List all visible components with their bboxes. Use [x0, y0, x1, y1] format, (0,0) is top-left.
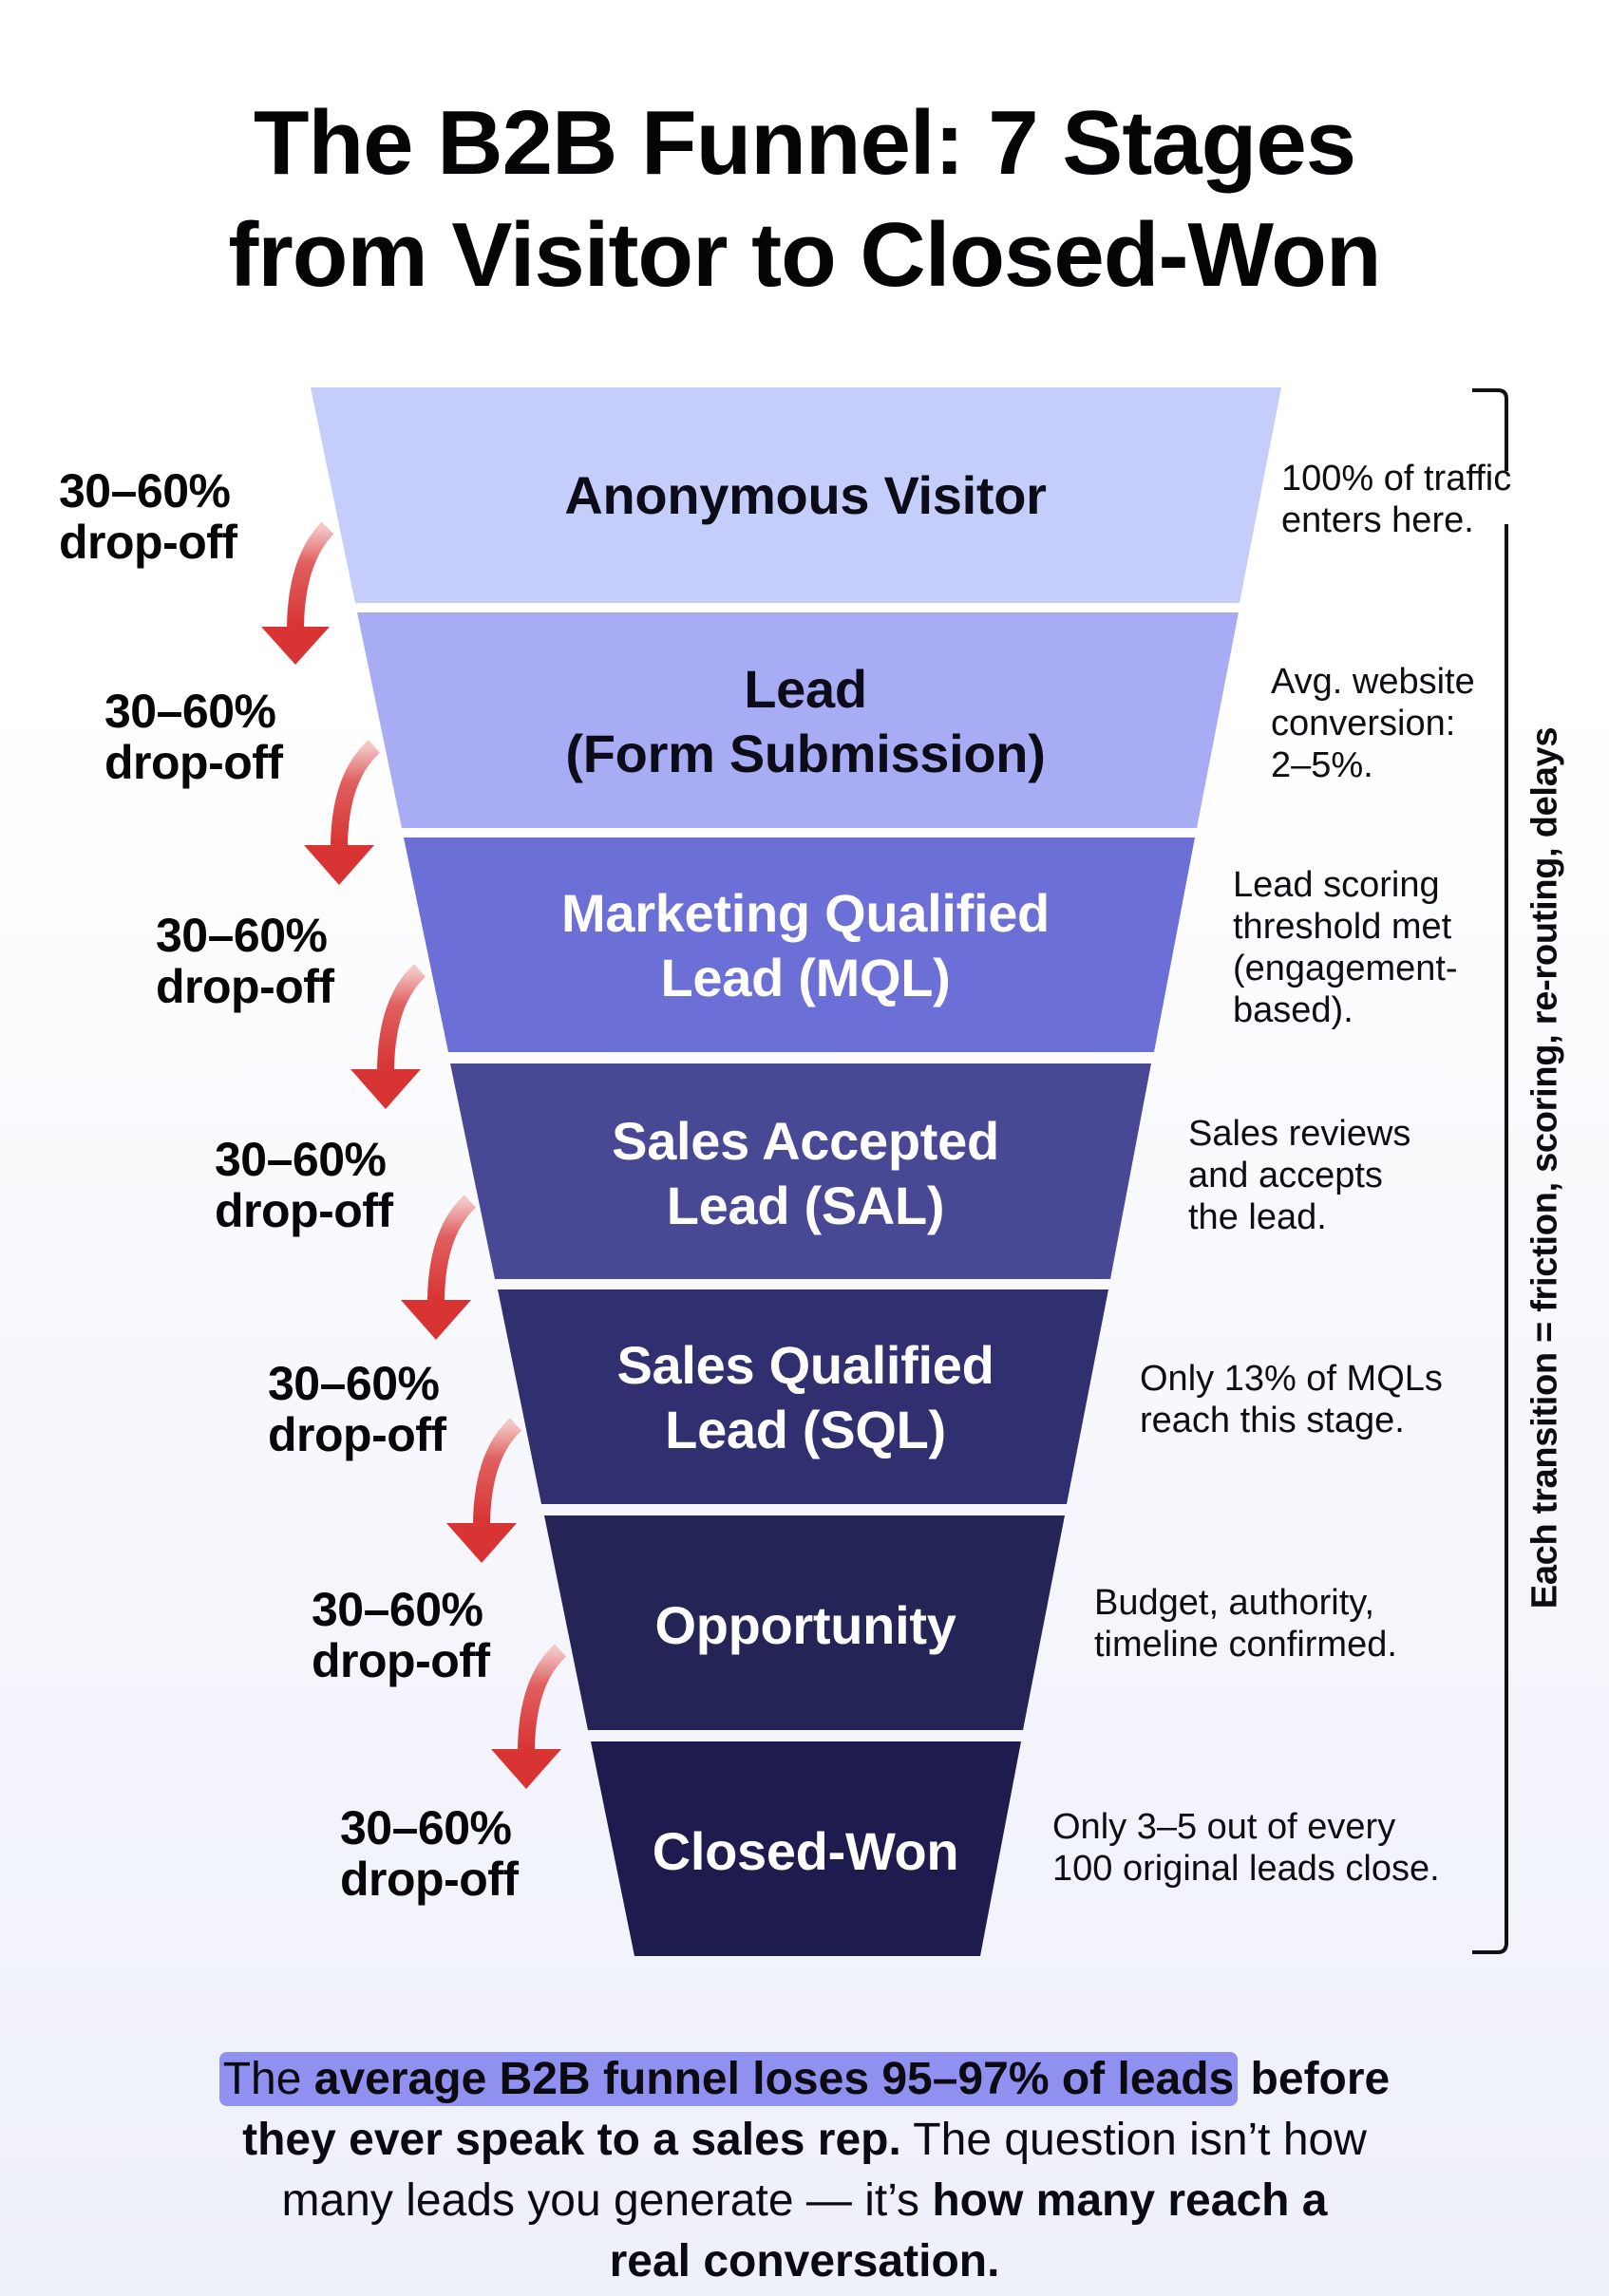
note-line: threshold met	[1233, 907, 1452, 947]
footer-bold-text: they ever speak to a sales rep.	[242, 2115, 901, 2165]
stage-note-7: Only 3–5 out of every 100 original leads…	[1052, 1806, 1440, 1890]
dropoff-label-7: 30–60% drop-off	[340, 1802, 519, 1905]
stage-7-segment	[591, 1741, 1021, 1956]
dropoff-label-4: 30–60% drop-off	[215, 1134, 393, 1236]
stage-label-line: Lead	[744, 659, 867, 719]
stage-note-6: Budget, authority, timeline confirmed.	[1094, 1582, 1397, 1666]
dropoff-label-5: 30–60% drop-off	[268, 1358, 446, 1460]
note-line: enters here.	[1281, 500, 1474, 540]
stage-label-line: Marketing Qualified	[561, 883, 1050, 943]
dropoff-pct: 30–60%	[156, 909, 328, 962]
dropoff-text: drop-off	[340, 1853, 519, 1906]
note-line: Only 3–5 out of every	[1052, 1807, 1396, 1847]
stage-label-closed-won: Closed-Won	[653, 1819, 959, 1884]
stage-5-segment	[498, 1289, 1108, 1504]
note-line: the lead.	[1188, 1197, 1327, 1237]
dropoff-pct: 30–60%	[59, 464, 231, 518]
stage-note-5: Only 13% of MQLs reach this stage.	[1140, 1358, 1443, 1441]
dropoff-text: drop-off	[268, 1408, 446, 1461]
dropoff-pct: 30–60%	[215, 1133, 387, 1186]
stage-label-line: Sales Qualified	[616, 1335, 994, 1395]
stage-label-opportunity: Opportunity	[654, 1593, 956, 1658]
dropoff-label-6: 30–60% drop-off	[312, 1584, 490, 1686]
note-line: reach this stage.	[1140, 1401, 1405, 1440]
stage-label-line: Lead (MQL)	[660, 948, 951, 1007]
stage-label-line: Lead (SAL)	[666, 1176, 945, 1235]
dropoff-arrows	[261, 521, 567, 1789]
stage-label-line: (Form Submission)	[565, 724, 1046, 783]
stage-label-line: Anonymous Visitor	[564, 465, 1047, 525]
dropoff-pct: 30–60%	[340, 1801, 512, 1854]
curved-arrow-icon	[350, 964, 426, 1109]
stage-note-2: Avg. website conversion: 2–5%.	[1271, 661, 1475, 786]
stage-note-3: Lead scoring threshold met (engagement- …	[1233, 864, 1458, 1031]
stage-6-segment	[544, 1515, 1065, 1730]
stage-label-sql: Sales Qualified Lead (SQL)	[617, 1333, 994, 1462]
footer-text: many leads you generate — it’s	[281, 2175, 933, 2226]
note-line: 2–5%.	[1271, 745, 1373, 785]
note-line: (engagement-	[1233, 949, 1458, 988]
dropoff-label-3: 30–60% drop-off	[156, 910, 334, 1012]
dropoff-text: drop-off	[156, 960, 334, 1013]
note-line: based).	[1233, 990, 1353, 1030]
footer-line-2: they ever speak to a sales rep. The ques…	[0, 2110, 1609, 2171]
note-line: and accepts	[1188, 1156, 1383, 1195]
stage-3-segment	[404, 837, 1195, 1052]
footer-bold-text: how many reach a	[932, 2175, 1328, 2226]
dropoff-text: drop-off	[312, 1634, 490, 1687]
footer-line-1: The average B2B funnel loses 95–97% of l…	[0, 2049, 1609, 2110]
stage-label-line: Opportunity	[654, 1595, 956, 1655]
bracket	[1472, 388, 1508, 1954]
title-line-1: The B2B Funnel: 7 Stages	[253, 92, 1356, 194]
dropoff-pct: 30–60%	[104, 685, 276, 738]
curved-arrow-icon	[491, 1644, 567, 1789]
footer-text: The question isn’t how	[900, 2115, 1367, 2165]
title-line-2: from Visitor to Closed-Won	[228, 204, 1381, 306]
bracket-label: Each transition = friction, scoring, re-…	[1524, 726, 1565, 1609]
page-title: The B2B Funnel: 7 Stages from Visitor to…	[0, 87, 1609, 311]
footer-bold-text: average B2B funnel loses 95–97% of leads	[313, 2054, 1235, 2104]
curved-arrow-icon	[446, 1418, 522, 1563]
stage-label-line: Closed-Won	[652, 1821, 959, 1881]
dropoff-label-2: 30–60% drop-off	[104, 686, 283, 788]
curved-arrow-icon	[304, 740, 381, 885]
dropoff-text: drop-off	[59, 516, 237, 569]
stage-1-segment	[311, 387, 1281, 603]
stage-label-anonymous-visitor: Anonymous Visitor	[564, 463, 1047, 528]
funnel-segments	[311, 387, 1281, 1956]
stage-label-lead: Lead (Form Submission)	[565, 657, 1045, 786]
footer-bold-text: before	[1238, 2054, 1391, 2104]
note-line: Avg. website	[1271, 662, 1475, 702]
dropoff-label-1: 30–60% drop-off	[59, 465, 237, 568]
footer-bold-text: real conversation.	[609, 2236, 1000, 2287]
stage-label-sal: Sales Accepted Lead (SAL)	[612, 1109, 999, 1238]
note-line: Sales reviews	[1188, 1114, 1411, 1154]
stage-label-mql: Marketing Qualified Lead (MQL)	[561, 881, 1050, 1010]
stage-label-line: Sales Accepted	[612, 1111, 999, 1171]
dropoff-text: drop-off	[104, 736, 283, 789]
note-line: Only 13% of MQLs	[1140, 1359, 1443, 1399]
stage-note-1: 100% of traffic enters here.	[1281, 458, 1511, 541]
note-line: conversion:	[1271, 704, 1456, 743]
note-line: 100 original leads close.	[1052, 1849, 1440, 1889]
stage-label-line: Lead (SQL)	[665, 1400, 946, 1459]
footer-line-3: many leads you generate — it’s how many …	[0, 2171, 1609, 2231]
dropoff-pct: 30–60%	[268, 1357, 440, 1410]
curved-arrow-icon	[401, 1195, 477, 1340]
dropoff-text: drop-off	[215, 1184, 393, 1237]
note-line: timeline confirmed.	[1094, 1625, 1397, 1665]
stage-note-4: Sales reviews and accepts the lead.	[1188, 1113, 1410, 1238]
footer-line-4: real conversation.	[0, 2231, 1609, 2292]
curved-arrow-icon	[261, 521, 334, 665]
note-line: Lead scoring	[1233, 865, 1440, 905]
footer-text: The	[222, 2054, 314, 2104]
stage-4-segment	[450, 1063, 1151, 1279]
stage-2-segment	[357, 612, 1239, 828]
dropoff-pct: 30–60%	[312, 1583, 483, 1636]
footer-highlight: The average B2B funnel loses 95–97% of l…	[218, 2052, 1239, 2106]
note-line: Budget, authority,	[1094, 1583, 1375, 1623]
footer-summary: The average B2B funnel loses 95–97% of l…	[0, 2049, 1609, 2292]
note-line: 100% of traffic	[1281, 459, 1512, 499]
